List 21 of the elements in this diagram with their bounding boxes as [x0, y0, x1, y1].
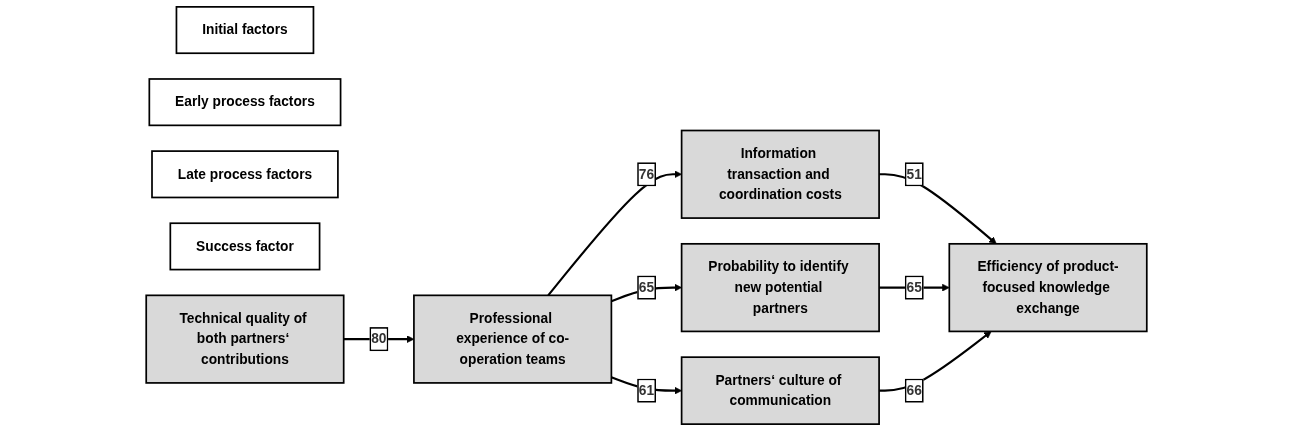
- edge-label: 65: [638, 279, 655, 295]
- arrow: [547, 170, 682, 297]
- edge-label: 51: [906, 166, 922, 182]
- arrow: [879, 331, 992, 392]
- edge-label: 61: [638, 382, 655, 398]
- arrow: [879, 173, 997, 245]
- node-box: Initial factors: [175, 6, 315, 55]
- node-box: Information transaction and coordination costs: [680, 129, 880, 219]
- node-box: Probability to identify new potential partners: [680, 242, 880, 333]
- edge-label: 65: [906, 279, 922, 295]
- node-box: Late process factors: [151, 150, 339, 199]
- arrow: [611, 376, 682, 395]
- edge-label: 76: [638, 166, 655, 182]
- node-box: Success factor: [169, 222, 321, 271]
- node-box: Professional experience of co-operation teams: [413, 294, 613, 384]
- edge-label: 66: [906, 382, 922, 398]
- edge-label: 80: [371, 331, 387, 346]
- node-box: Early process factors: [148, 78, 342, 127]
- node-box: Technical quality of both partners‘ contributions: [145, 294, 345, 384]
- node-box: Efficiency of product-focused knowledge exchange: [948, 242, 1148, 333]
- node-box: Partners‘ culture of communication: [680, 356, 880, 425]
